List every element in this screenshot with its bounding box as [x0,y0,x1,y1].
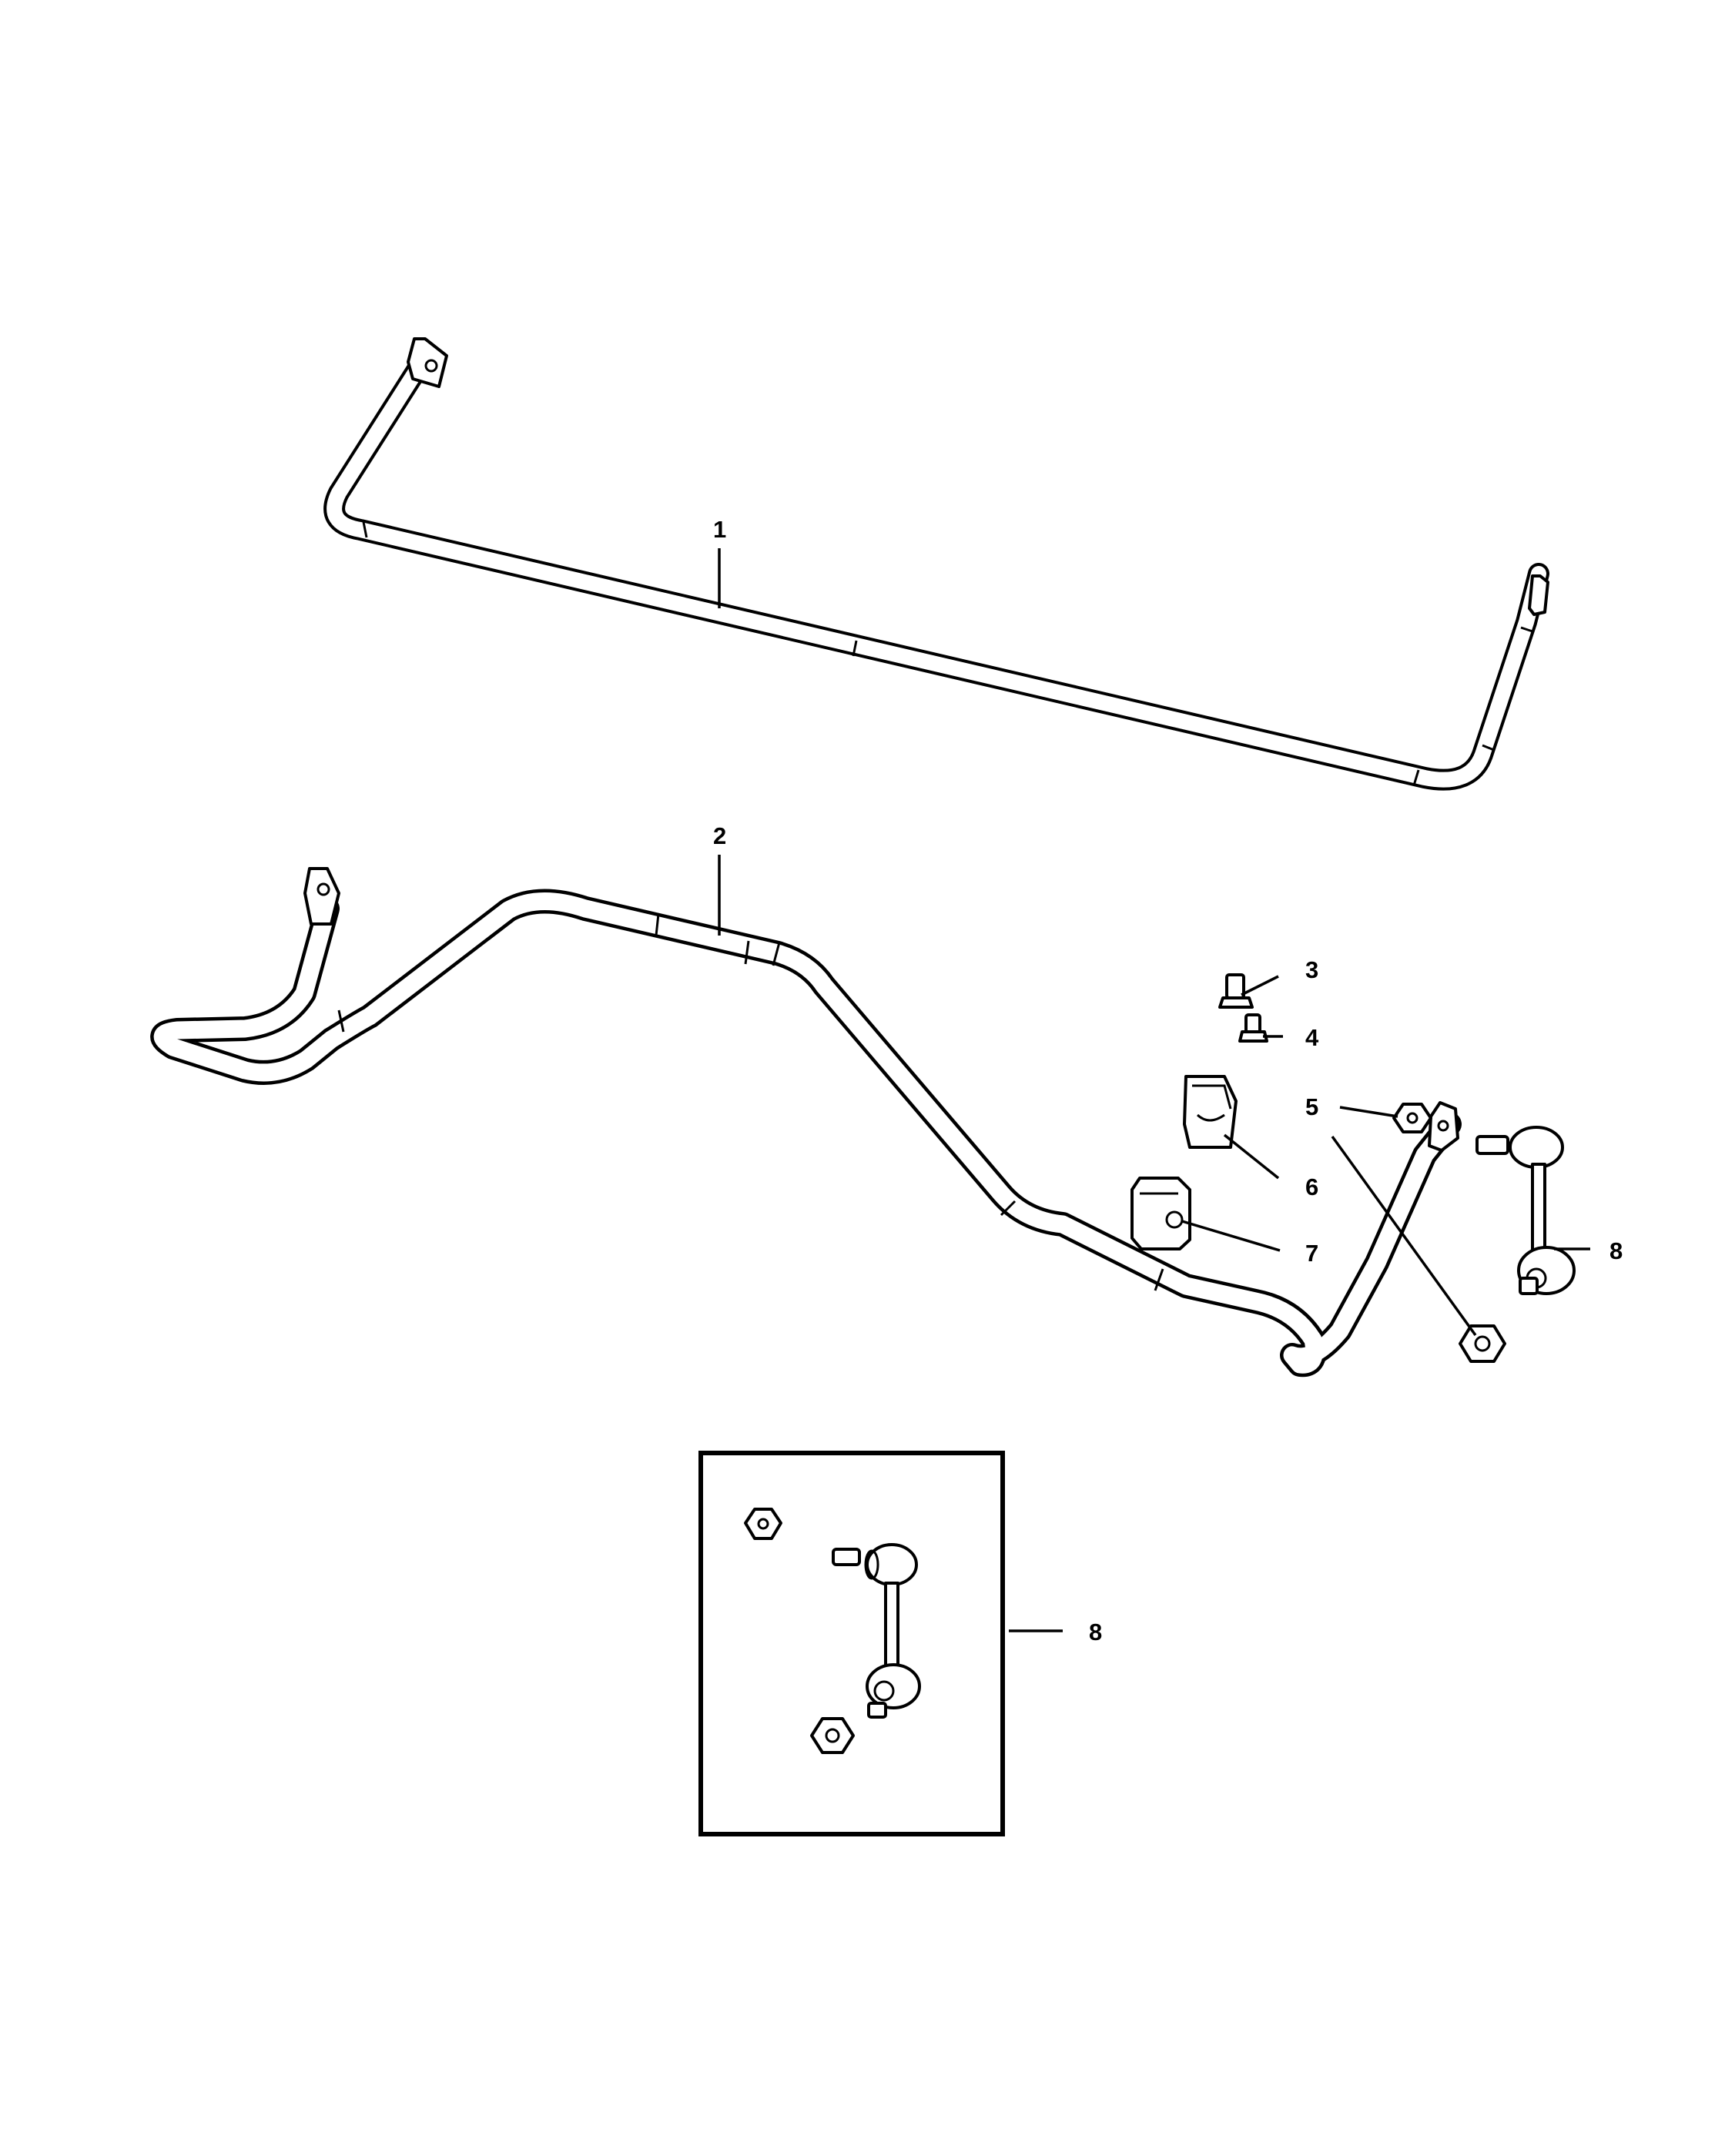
part-6-bushing-clamp[interactable] [1183,1075,1238,1149]
inset-link-kit[interactable] [744,1508,921,1754]
part-5-nut[interactable] [1392,1103,1432,1133]
part-3-bolt[interactable] [1218,973,1254,1009]
part-5-nut-lower[interactable] [1459,1324,1506,1363]
leader-5 [1339,1106,1398,1118]
callout-7: 7 [1305,1240,1318,1267]
callout-6: 6 [1305,1173,1318,1200]
part-2-front-stabilizer-bar[interactable] [150,867,1462,1378]
callout-8: 8 [1609,1237,1623,1264]
callout-4: 4 [1305,1024,1319,1051]
part-4-bolt[interactable] [1238,1013,1268,1043]
callout-5: 5 [1305,1093,1318,1120]
leader-6 [1223,1133,1280,1180]
callout-2: 2 [713,822,726,849]
leader-7 [1181,1220,1281,1252]
callout-1: 1 [713,516,726,543]
callout-3: 3 [1305,956,1318,983]
callout-8-inset: 8 [1089,1619,1102,1645]
part-8-stabilizer-link[interactable] [1475,1126,1576,1295]
part-1-rear-stabilizer-bar[interactable] [323,337,1549,791]
part-7-bushing[interactable] [1130,1177,1191,1250]
leader-3 [1241,975,1279,996]
inset-frame [698,1451,1005,1836]
leader-5b [1331,1135,1477,1337]
